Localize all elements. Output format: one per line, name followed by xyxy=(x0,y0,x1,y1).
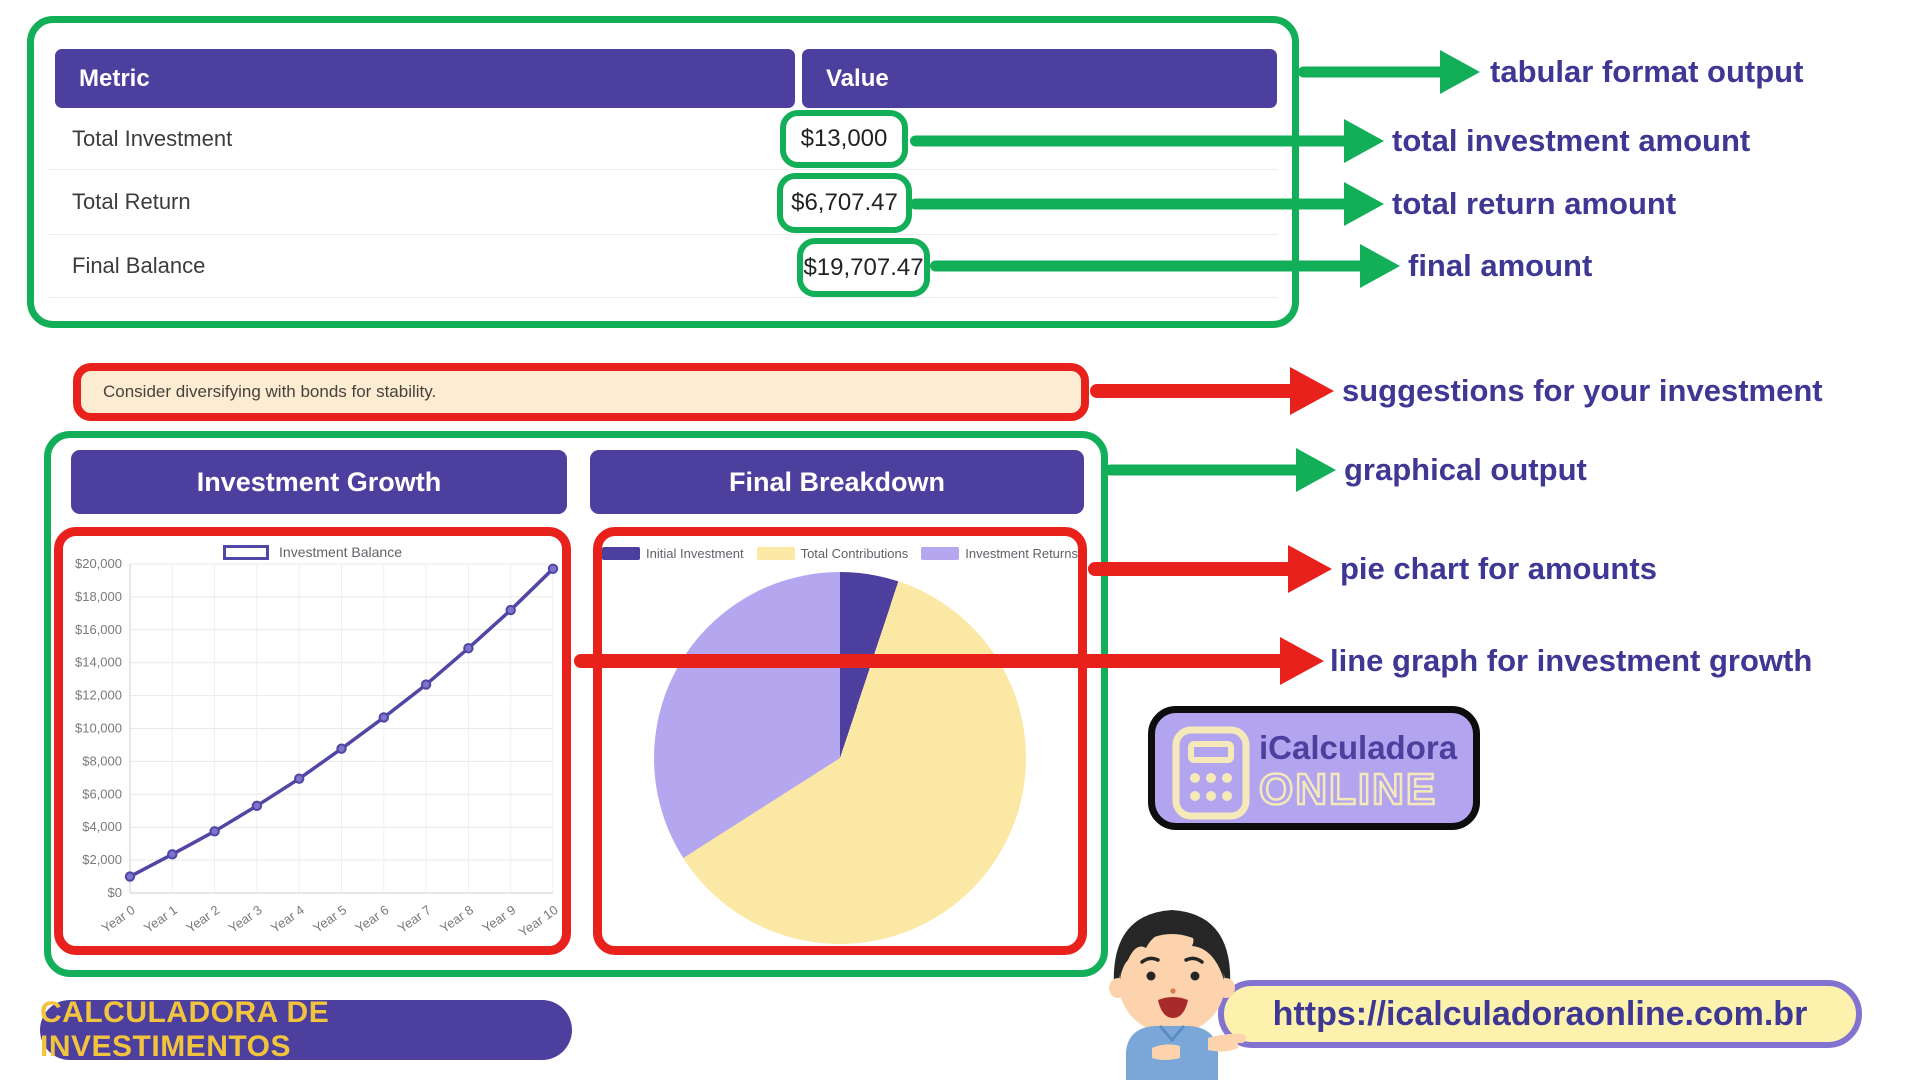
annotation-line-graph: line graph for investment growth xyxy=(1330,643,1813,678)
svg-text:Year 0: Year 0 xyxy=(99,902,138,936)
svg-text:$12,000: $12,000 xyxy=(75,688,122,703)
annotation-pie-chart: pie chart for amounts xyxy=(1340,551,1657,586)
pie-chart-box: Initial Investment Total Contributions I… xyxy=(593,527,1087,955)
annotation-total-return: total return amount xyxy=(1392,186,1677,221)
total-investment-value-highlight: $13,000 xyxy=(780,110,908,168)
svg-text:$14,000: $14,000 xyxy=(75,655,122,670)
table-header-metric: Metric xyxy=(55,49,795,108)
total-contributions-swatch xyxy=(756,547,795,560)
table-row: Total Return xyxy=(48,170,1278,235)
pie-legend-item: Investment Returns xyxy=(921,546,1078,561)
svg-text:$8,000: $8,000 xyxy=(82,753,122,768)
line-chart-box: Investment Balance $0$2,000$4,000$6,000$… xyxy=(54,527,571,955)
line-legend-label: Investment Balance xyxy=(279,544,402,560)
logo-text-line1: iCalculadora xyxy=(1259,729,1458,766)
svg-text:Year 2: Year 2 xyxy=(183,902,222,936)
line-chart-legend: Investment Balance xyxy=(63,544,562,560)
svg-text:Year 6: Year 6 xyxy=(353,902,392,936)
pie-legend-label: Investment Returns xyxy=(965,546,1078,561)
svg-text:Year 5: Year 5 xyxy=(310,902,349,936)
svg-text:Year 3: Year 3 xyxy=(226,902,265,936)
metric-label: Total Investment xyxy=(72,125,233,151)
logo-text-line2: ONLINE xyxy=(1258,764,1438,816)
svg-text:$2,000: $2,000 xyxy=(82,852,122,867)
table-row: Final Balance xyxy=(48,235,1278,298)
badge-text: CALCULADORA DE INVESTIMENTOS xyxy=(40,996,330,1063)
pointing-boy-character xyxy=(1109,910,1246,1080)
pie-chart-legend: Initial Investment Total Contributions I… xyxy=(602,546,1078,561)
final-balance-value-highlight: $19,707.47 xyxy=(797,238,930,297)
breakdown-chart-title: Final Breakdown xyxy=(590,450,1084,514)
svg-text:$4,000: $4,000 xyxy=(82,819,122,834)
metric-label: Total Return xyxy=(72,189,191,214)
svg-text:$16,000: $16,000 xyxy=(75,622,122,637)
line-legend-swatch xyxy=(223,544,270,560)
svg-text:Year 7: Year 7 xyxy=(395,902,434,936)
website-url-pill[interactable]: https://icalculadoraonline.com.br xyxy=(1218,980,1862,1048)
pie-legend-label: Initial Investment xyxy=(646,546,744,561)
metric-label: Final Balance xyxy=(72,253,206,278)
calculator-title-badge: CALCULADORA DE INVESTIMENTOS xyxy=(40,996,572,1063)
annotation-suggestions: suggestions for your investment xyxy=(1342,373,1823,408)
icalculadora-logo: iCalculadora ONLINE xyxy=(1148,706,1480,830)
svg-text:$18,000: $18,000 xyxy=(75,589,122,604)
svg-text:Year 8: Year 8 xyxy=(437,902,476,936)
svg-text:$10,000: $10,000 xyxy=(75,721,122,736)
investment-returns-swatch xyxy=(921,547,960,560)
svg-text:Year 10: Year 10 xyxy=(516,902,561,940)
pie-legend-item: Total Contributions xyxy=(756,546,909,561)
suggestion-box: Consider diversifying with bonds for sta… xyxy=(73,363,1089,421)
svg-text:Year 4: Year 4 xyxy=(268,902,307,936)
annotation-total-investment: total investment amount xyxy=(1392,123,1751,158)
calculator-icon xyxy=(1172,726,1250,820)
final-breakdown-pie-chart xyxy=(654,572,1026,944)
pie-legend-item: Initial Investment xyxy=(602,546,744,561)
svg-text:$0: $0 xyxy=(108,885,122,900)
website-url: https://icalculadoraonline.com.br xyxy=(1272,994,1808,1033)
annotation-graphical-output: graphical output xyxy=(1344,452,1587,487)
table-header-value: Value xyxy=(802,49,1277,108)
growth-chart-title: Investment Growth xyxy=(71,450,567,514)
pie-legend-label: Total Contributions xyxy=(800,546,909,561)
suggestion-text: Consider diversifying with bonds for sta… xyxy=(103,382,437,401)
investment-growth-line-chart: $0 $2,000 $4,000 $6,000 $8,000 $10,000 $12,000… xyxy=(75,556,561,940)
results-table-box: Metric Value Total Investment Total Retu… xyxy=(27,16,1299,328)
table-row: Total Investment xyxy=(48,108,1278,170)
annotation-final-amount: final amount xyxy=(1408,248,1593,283)
svg-text:$6,000: $6,000 xyxy=(82,786,122,801)
initial-investment-swatch xyxy=(602,547,641,560)
svg-text:Year 1: Year 1 xyxy=(141,902,180,936)
total-return-value-highlight: $6,707.47 xyxy=(777,173,912,233)
annotation-tabular-output: tabular format output xyxy=(1490,54,1804,89)
svg-text:$20,000: $20,000 xyxy=(75,556,122,571)
svg-text:Year 9: Year 9 xyxy=(479,902,518,936)
